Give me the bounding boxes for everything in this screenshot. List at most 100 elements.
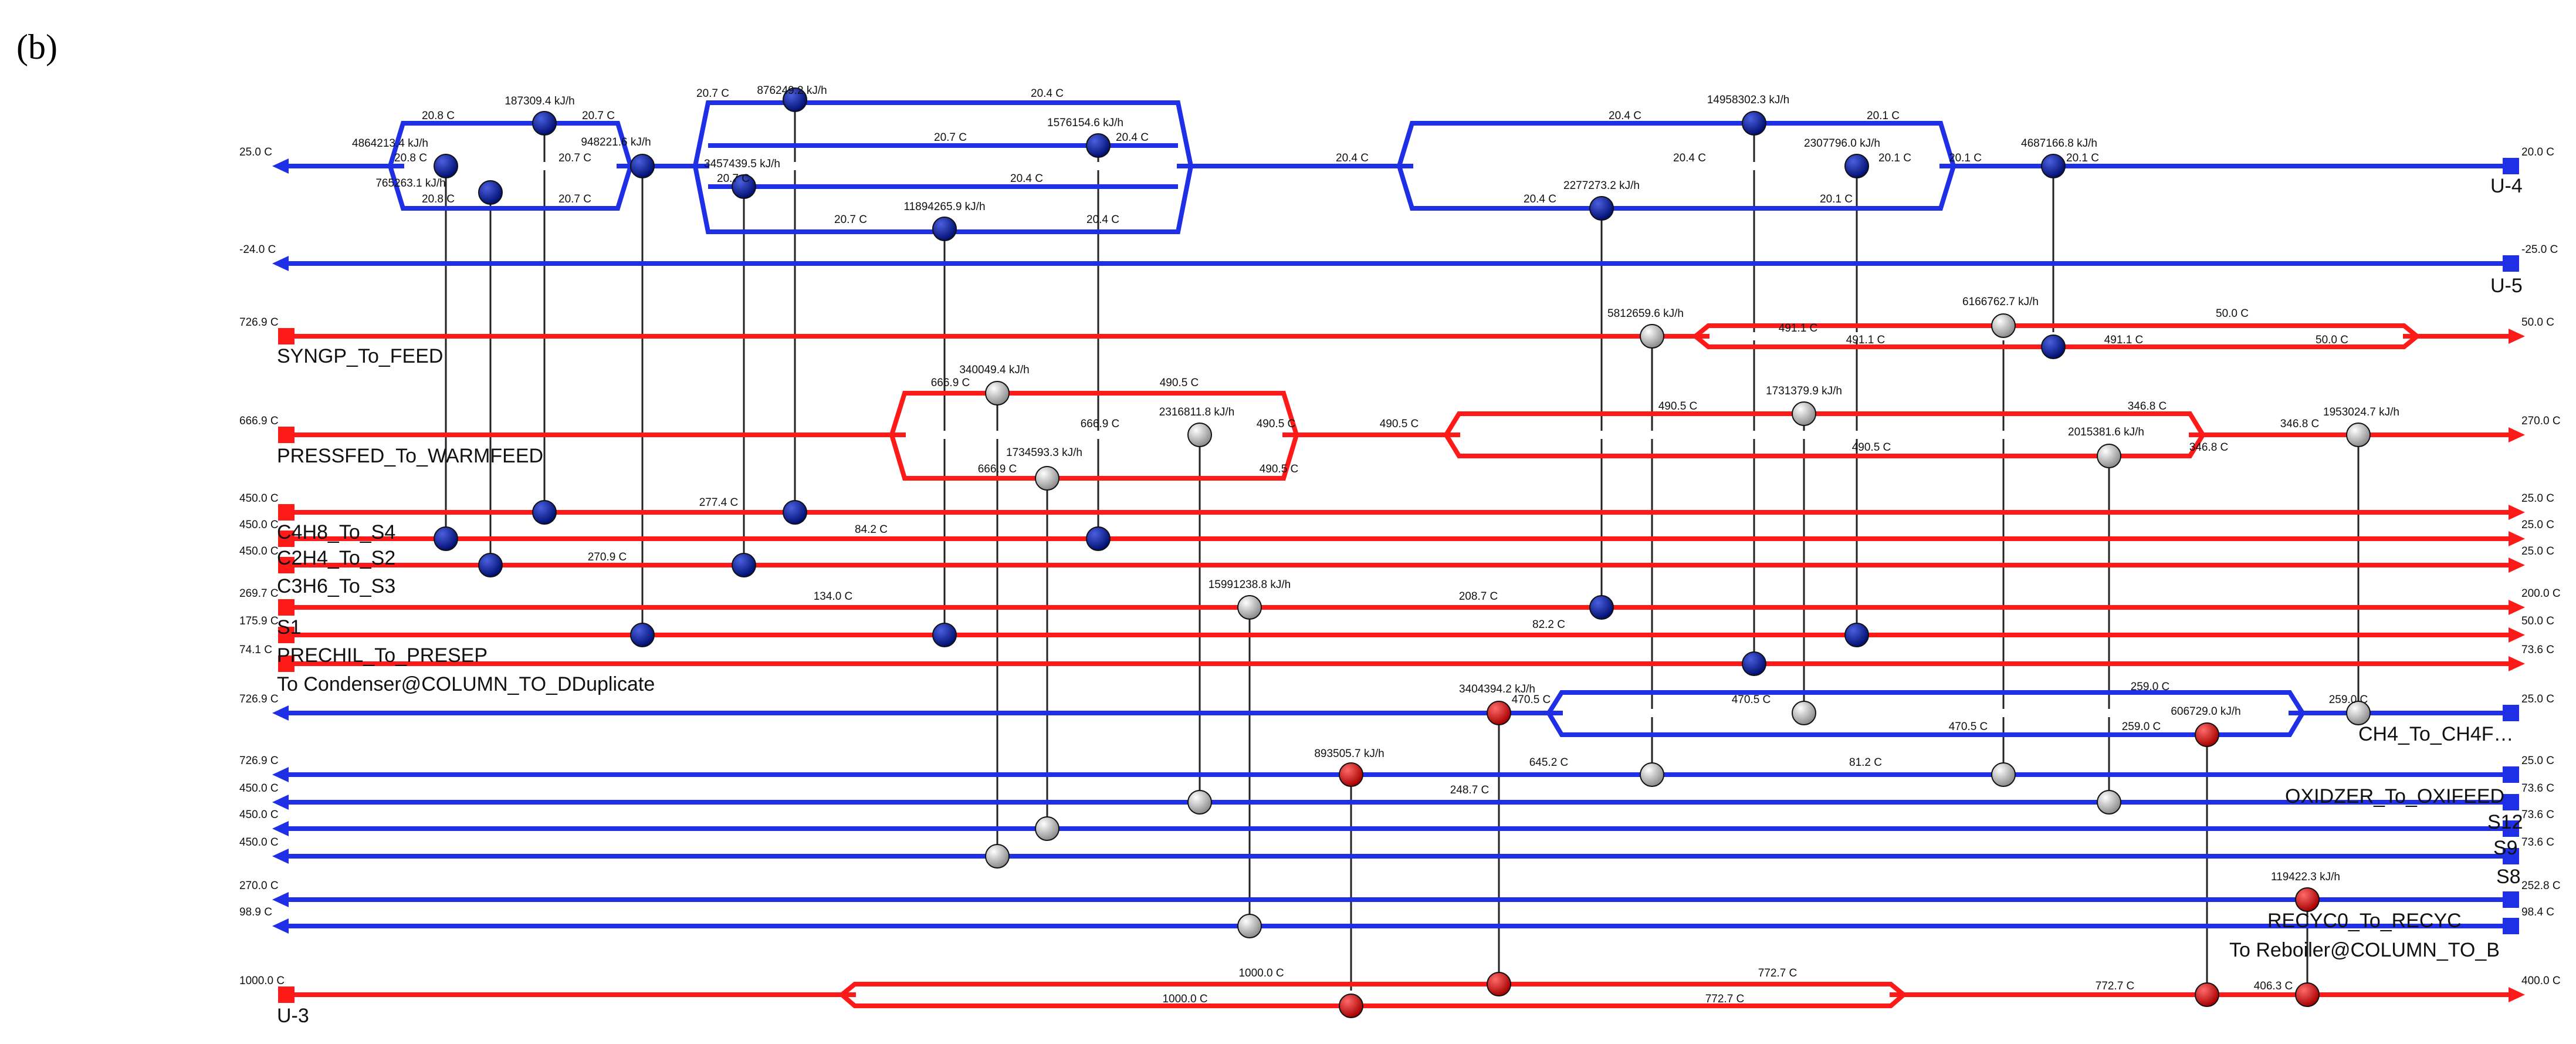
branch-temperature-label: 81.2 C [1849,756,1882,769]
branch-temperature-label: 20.4 C [1010,173,1043,185]
stream-arrowhead [2509,656,2525,671]
branch-gap [1413,162,1939,170]
stream-outlet-temperature: 20.0 C [2521,146,2554,158]
branch-temperature-label: 20.7 C [582,110,615,122]
stream-name-label: S12 [2487,811,2523,833]
branch-temperature-label: 20.8 C [422,193,455,205]
stream-name-label: RECYC0_To_RECYC [2267,910,2462,932]
exchanger-node [1086,133,1111,158]
branch-temperature-label: 134.0 C [814,590,853,603]
stream-name-label: OXIDZER_To_OXIFEED [2285,785,2504,808]
exchanger-node [2195,722,2219,747]
branch-outline [889,391,1299,481]
stream-source-marker [2503,158,2519,174]
stream-S12 [272,794,2519,810]
exchanger-node [2346,701,2371,725]
stream-source-marker [278,504,295,521]
exchanger-node [783,500,807,525]
exchanger-node [478,180,503,205]
stream-outlet-temperature: 25.0 C [2521,693,2554,705]
branch-temperature-label: 248.7 C [1450,784,1490,796]
branch-temperature-label: 277.4 C [699,496,739,509]
exchanger-node [2041,154,2066,178]
exchanger-node [1589,595,1614,620]
hot-split-pressfed-b [1443,411,2206,458]
heat-duty-label: 948221.6 kJ/h [581,136,651,148]
exchanger-node [2295,982,2320,1007]
exchanger-node [630,623,655,647]
stream-source-marker [2503,794,2519,810]
stream-arrowhead [272,767,289,782]
heat-duty-label: 4864213.4 kJ/h [352,137,428,150]
branch-temperature-label: 666.9 C [931,377,970,389]
exchanger-node [1187,423,1212,447]
stream-source-marker [2503,766,2519,783]
heat-duty-label: 893505.7 kJ/h [1314,748,1384,760]
stream-outlet-temperature: 252.8 C [2521,880,2561,892]
branch-temperature-label: 20.7 C [696,87,729,100]
heat-duty-label: 1953024.7 kJ/h [2323,406,2399,418]
branch-temperature-label: 259.0 C [2122,721,2161,733]
stream-S9 [272,820,2519,837]
exchanger-nodes [434,87,2371,1018]
branch-temperature-label: 20.7 C [934,131,967,144]
branch-temperature-label: 259.0 C [2131,681,2170,693]
stream-inlet-temperature: 726.9 C [239,755,279,767]
stream-inlet-temperature: 726.9 C [239,693,279,705]
branch-temperature-label: 20.4 C [1336,152,1369,164]
exchanger-node [1487,701,1511,725]
stream-name-label: S1 [277,616,302,638]
stream-outlet-temperature: 73.6 C [2521,782,2554,795]
stream-source-marker [2503,705,2519,721]
stream-arrowhead [2509,987,2525,1002]
exchanger-node [1991,762,2016,787]
branch-temperature-label: 20.1 C [1867,110,1900,122]
branch-temperature-label: 20.1 C [1820,193,1853,205]
branch-temperature-label: 772.7 C [2096,980,2135,992]
exchanger-node [1844,154,1869,178]
branch-temperature-label: 1000.0 C [1238,967,1284,979]
branch-temperature-label: 84.2 C [855,523,888,536]
stream-name-label: To Reboiler@COLUMN_TO_B [2229,939,2500,961]
stream-inlet-temperature: 98.9 C [239,906,272,918]
stream-source-marker [2503,918,2519,934]
exchanger-node [985,381,1010,406]
exchanger-node [985,844,1010,869]
stream-RECYC0 [272,891,2519,908]
stream-arrowhead [2509,531,2525,546]
stream-source-marker [2503,820,2519,837]
stream-C3H6 [278,557,2525,573]
exchanger-node [1640,324,1664,349]
branch-temperature-label: 490.5 C [1260,463,1299,475]
heat-duty-label: 2307796.0 kJ/h [1804,137,1880,150]
branch-temperature-label: 20.4 C [1116,131,1149,144]
heat-duty-label: 187309.4 kJ/h [505,95,574,107]
heat-duty-label: 15991238.8 kJ/h [1209,579,1291,591]
exchanger-node [2041,335,2066,359]
stream-outlet-temperature: 25.0 C [2521,755,2554,767]
stream-outlet-temperature: 25.0 C [2521,545,2554,558]
stream-name-label: U-4 [2490,175,2523,197]
exchanger-links [445,100,2360,1006]
branch-temperature-label: 772.7 C [1758,967,1798,979]
branch-gap [906,431,1282,439]
stream-source-marker [2503,848,2519,864]
stream-source-marker [2503,255,2519,272]
stream-source-marker [278,557,295,573]
stream-source-marker [278,328,295,344]
stream-COND [278,656,2525,672]
exchanger-node [1035,466,1059,491]
heat-duty-label: 11894265.9 kJ/h [903,201,985,213]
stream-name-label: S9 [2493,837,2518,859]
branch-gap [856,991,1890,999]
hot-split-pressfed-a [889,391,1299,481]
stream-outlet-temperature: 50.0 C [2521,615,2554,627]
heat-duty-label: 6166762.7 kJ/h [1962,296,2039,308]
exchanger-node [2346,423,2371,447]
exchanger-node [1237,914,1262,938]
stream-arrowhead [2509,427,2525,442]
exchanger-node [434,526,458,551]
branch-temperature-label: 20.7 C [717,173,750,185]
stream-arrowhead [272,849,289,864]
branch-temperature-label: 20.4 C [1524,193,1556,205]
